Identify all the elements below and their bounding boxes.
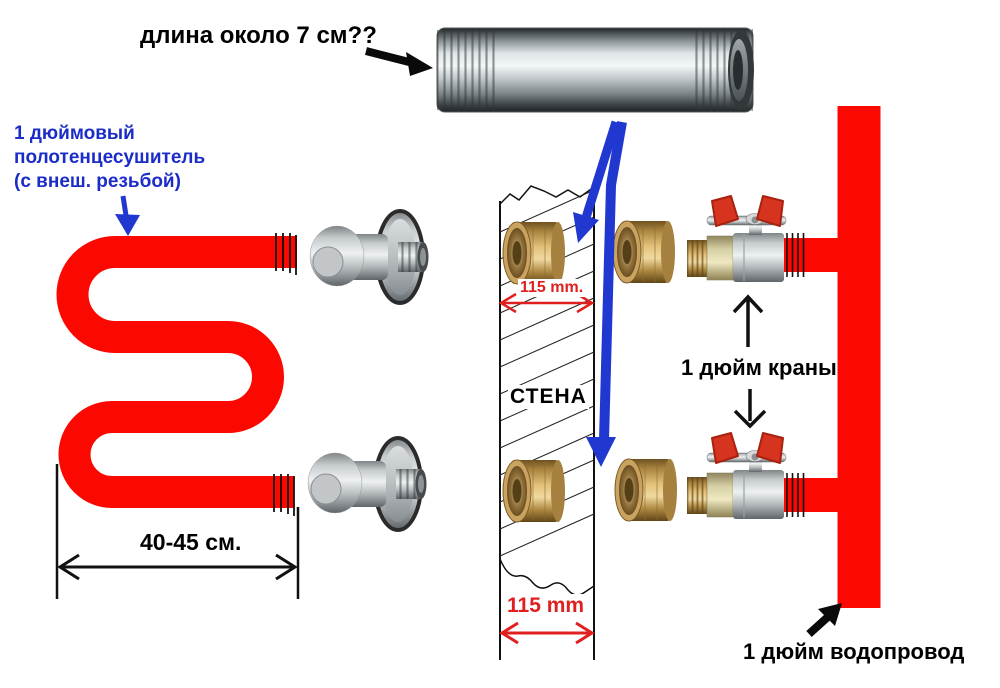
pipe-nipple-photo [436,27,754,113]
blue-arrow-towel-warmer [115,195,140,236]
brass-coupling-bottom-right [614,458,678,522]
brass-coupling-bottom-left [502,459,566,523]
arrow-valves-up [732,294,764,347]
ball-valve-top [686,195,787,283]
towel-warmer-serpentine [56,236,297,508]
brass-coupling-top-left [502,221,566,285]
label-water-supply: 1 дюйм водопровод [743,639,965,664]
label-nipple-length: длина около 7 см?? [140,22,377,49]
blue-arrow-nipple-short [573,120,621,243]
arrow-to-nipple [365,47,433,76]
arrow-valves-down [733,389,767,429]
supply-thread-marks [786,233,805,517]
label-warmer-width: 40-45 см. [140,529,242,555]
dimension-warmer-width [55,464,300,599]
label-valves: 1 дюйм краны [681,355,837,380]
brass-coupling-top-right [612,220,676,284]
label-wall: СТЕНА [508,385,589,410]
label-wall-depth-bottom: 115 mm [505,594,587,619]
serpentine-thread-marks [273,233,297,516]
chrome-wall-fitting-top [308,209,431,305]
dimension-wall-depth-bottom [499,621,595,645]
chrome-wall-fitting-bottom [306,436,429,532]
blue-arrow-nipple-long [586,121,627,467]
ball-valve-bottom [686,432,787,520]
arrow-to-supply-pipe [806,603,842,637]
label-towel-warmer: 1 дюймовый полотенцесушитель (с внеш. ре… [14,123,206,192]
water-supply-pipe [784,106,881,608]
label-wall-depth-top: 115 mm. [518,279,586,298]
blue-arrows [115,120,627,467]
